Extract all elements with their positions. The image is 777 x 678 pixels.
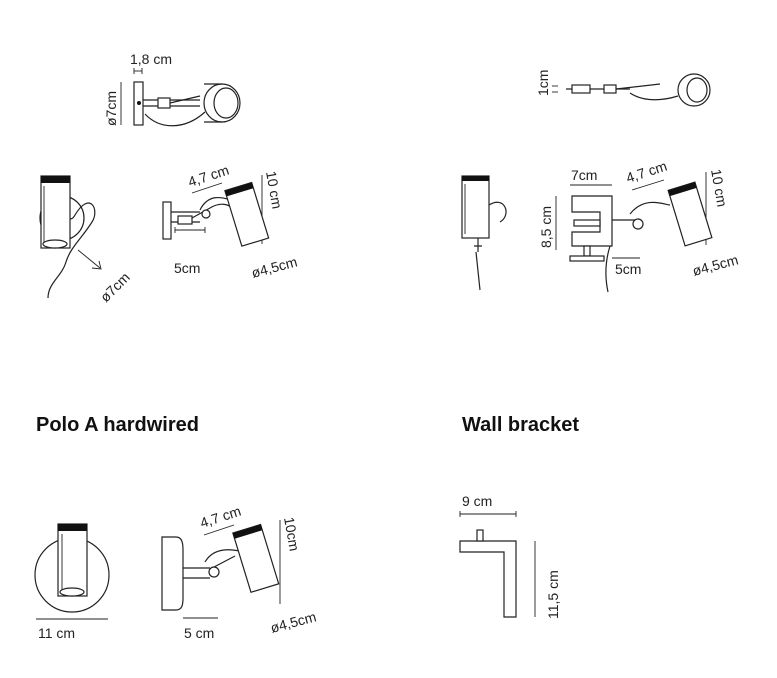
tl-front-view: ø7cm [39, 175, 133, 305]
tl-side-shade-width-label: 4,7 cm [186, 162, 231, 190]
tl-side-height-label: 10 cm [263, 170, 285, 210]
tr-side-height-label: 10 cm [708, 168, 730, 208]
br-height-label: 11,5 cm [545, 570, 561, 619]
tr-top-view: 1cm [535, 70, 711, 107]
tr-side-clamp-width-label: 7cm [571, 167, 597, 183]
tr-front-view [461, 175, 507, 291]
bl-front-view: 11 cm [34, 523, 110, 641]
bl-side-height-label: 10cm [281, 516, 303, 552]
br-width-label: 9 cm [462, 493, 492, 509]
polo-hardwired-title: Polo A hardwired [36, 414, 199, 436]
bl-side-view: 4,7 cm 10cm 5 cm ø4,5cm [161, 503, 318, 641]
tl-side-diam-label: ø4,5cm [250, 253, 299, 281]
bl-side-diam-label: ø4,5cm [269, 608, 318, 636]
tr-side-view: 7cm 4,7 cm 10 cm 8,5 cm 5cm ø4,5cm [538, 158, 740, 293]
bl-front-diam-label: 11 cm [38, 625, 75, 641]
tr-top-depth-label: 1cm [535, 70, 551, 96]
wall-bracket-title: Wall bracket [462, 414, 579, 436]
bl-side-arm-label: 5 cm [184, 625, 214, 641]
tr-side-shade-width-label: 4,7 cm [624, 158, 669, 186]
tr-side-arm-label: 5cm [615, 261, 641, 277]
tl-side-arm-label: 5cm [174, 260, 200, 276]
tl-front-diam-label: ø7cm [97, 269, 133, 305]
tl-top-view: 1,8 cm ø7cm [103, 51, 241, 127]
tl-side-view: 4,7 cm 10 cm 5cm ø4,5cm [162, 162, 299, 281]
br-bracket-view: 9 cm 11,5 cm [459, 493, 561, 619]
tl-top-diam-label: ø7cm [103, 91, 119, 126]
tr-side-clamp-height-label: 8,5 cm [538, 206, 554, 248]
tr-side-diam-label: ø4,5cm [691, 251, 740, 279]
tl-top-depth-label: 1,8 cm [130, 51, 172, 67]
bl-side-shade-width-label: 4,7 cm [198, 503, 243, 531]
